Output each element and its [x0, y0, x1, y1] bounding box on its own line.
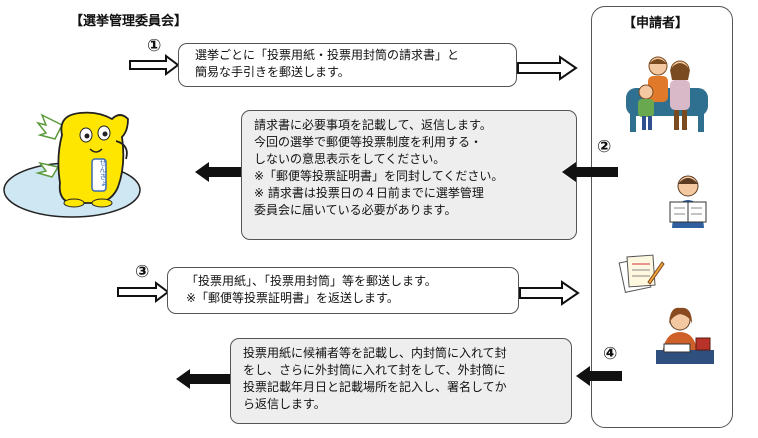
- step-4-number: ④: [603, 344, 618, 364]
- mascot-sash: [91, 158, 107, 192]
- mascot-wing-left: [36, 113, 64, 140]
- mascot-wing-right: [35, 161, 60, 178]
- mascot-mouth: [89, 148, 103, 153]
- arrow-left-2b: [195, 162, 241, 182]
- mascot-sash-text: せんきょ: [99, 159, 107, 187]
- step-1-number: ①: [147, 36, 162, 56]
- step-2-number: ②: [597, 137, 612, 157]
- arrow-right-1: [129, 54, 180, 76]
- arrow-right-3: [117, 281, 170, 303]
- arrow-left-4a: [576, 366, 622, 386]
- step-1-box: 選挙ごとに「投票用紙・投票用封筒の請求書」と 簡易な手引きを郵送します。: [178, 43, 517, 87]
- reading-person-icon: [669, 175, 707, 228]
- mascot-arm: [115, 140, 128, 160]
- step-4-box: 投票用紙に候補者等を記載し、内封筒に入れて封 をし、さらに外封筒に入れて封をして…: [230, 338, 572, 424]
- documents-icon: [618, 254, 665, 293]
- arrow-right-3b: [519, 280, 580, 306]
- step-3-number: ③: [135, 262, 150, 282]
- mascot-pupil-left: [84, 133, 90, 139]
- writing-person-icon: [656, 307, 714, 364]
- arrow-left-4b: [176, 369, 230, 389]
- step-2-box: 請求書に必要事項を記載して、返信します。 今回の選挙で郵便等投票制度を利用する・…: [241, 110, 577, 240]
- step-3-box: 「投票用紙」、「投票用封筒」等を郵送します。 ※「郵便等投票証明書」を返送します…: [167, 267, 519, 314]
- arrow-right-1b: [517, 55, 578, 81]
- mascot-body: [57, 111, 129, 204]
- arrow-left-2a: [562, 162, 618, 182]
- family-icon: [626, 56, 708, 132]
- mascot-pupil-right: [102, 131, 108, 137]
- applicant-header: 【申請者】: [623, 16, 689, 31]
- mascot-icon: [3, 111, 141, 218]
- mascot-foot-right: [91, 198, 113, 208]
- mascot-foot-left: [63, 198, 85, 208]
- committee-header: 【選挙管理委員会】: [70, 14, 188, 29]
